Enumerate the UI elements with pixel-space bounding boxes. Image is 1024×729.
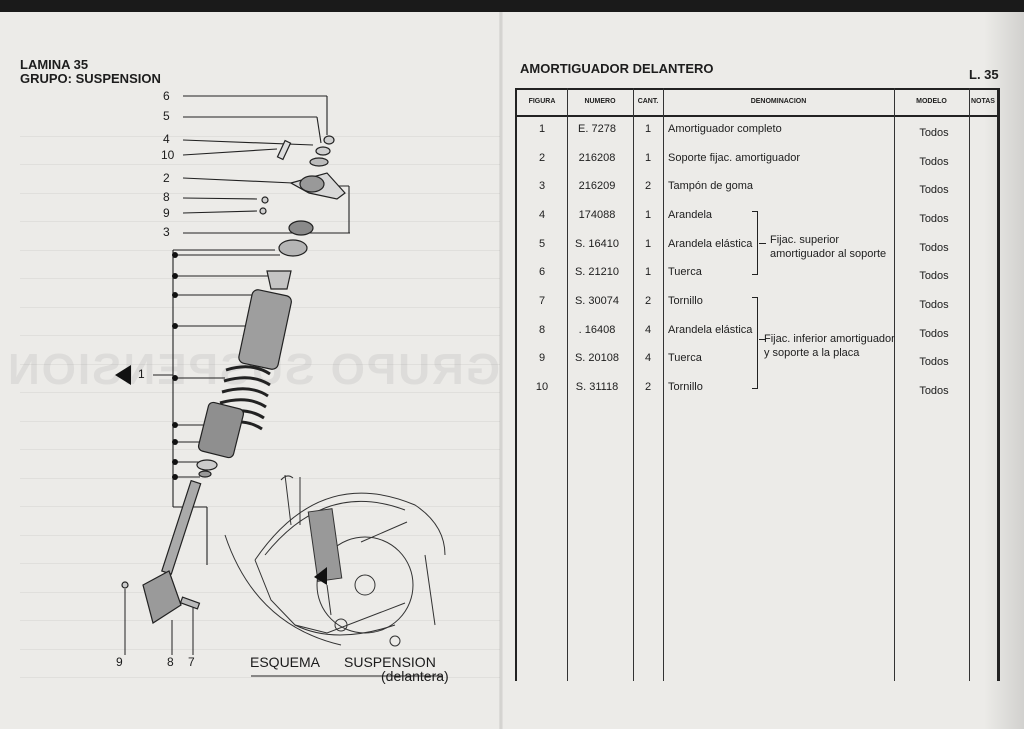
callout-6: 6 (163, 89, 170, 103)
bracket-superior (752, 211, 758, 275)
cell-cant: 1 (644, 266, 652, 278)
note-inferior-1: Fijac. inferior amortiguador (764, 333, 895, 345)
page-edge-shadow (984, 12, 1024, 729)
note-superior-1: Fijac. superior (770, 234, 840, 246)
cell-denominacion: Arandela (668, 209, 713, 221)
cell-denominacion: Tuerca (668, 352, 702, 364)
table-row: 10 S. 31118 2 Tornillo Todos (515, 378, 1000, 406)
cell-numero: S. 21210 (574, 266, 620, 278)
callout-3: 3 (163, 225, 170, 239)
cell-numero: S. 20108 (574, 352, 620, 364)
page-fold (499, 12, 503, 729)
callout-4: 4 (163, 132, 170, 146)
cell-modelo: Todos (919, 242, 949, 254)
page-title: AMORTIGUADOR DELANTERO (520, 61, 714, 76)
cell-cant: 1 (644, 209, 652, 221)
cell-cant: 2 (644, 381, 652, 393)
cell-denominacion: Amortiguador completo (668, 123, 782, 135)
cell-figura: 9 (538, 352, 546, 364)
table-row: 3 216209 2 Tampón de goma Todos (515, 177, 1000, 205)
table-row: 6 S. 21210 1 Tuerca Todos (515, 263, 1000, 291)
cell-figura: 2 (538, 152, 546, 164)
cell-figura: 1 (538, 123, 546, 135)
caption-suspension: SUSPENSION (344, 654, 436, 670)
cell-figura: 4 (538, 209, 546, 221)
cell-modelo: Todos (919, 328, 949, 340)
cell-cant: 1 (644, 238, 652, 250)
cell-denominacion: Tuerca (668, 266, 702, 278)
bracket-inferior (752, 297, 758, 389)
cell-figura: 7 (538, 295, 546, 307)
cell-denominacion: Tampón de goma (668, 180, 753, 192)
callout-8-bottom: 8 (167, 655, 174, 669)
callout-7-bottom: 7 (188, 655, 195, 669)
cell-numero: S. 16410 (574, 238, 620, 250)
lamina-label: LAMINA 35 (20, 57, 89, 72)
cell-cant: 1 (644, 152, 652, 164)
cell-numero: S. 30074 (574, 295, 620, 307)
note-superior-2: amortiguador al soporte (770, 248, 887, 260)
callout-8: 8 (163, 190, 170, 204)
cell-denominacion: Arandela elástica (668, 238, 753, 250)
callout-10: 10 (161, 148, 175, 162)
group-label: GRUPO: SUSPENSION (20, 71, 161, 86)
col-header-notas: NOTAS (971, 98, 995, 105)
cell-denominacion: Tornillo (668, 295, 703, 307)
col-header-modelo: MODELO (916, 98, 947, 105)
cell-cant: 1 (644, 123, 652, 135)
cell-modelo: Todos (919, 156, 949, 168)
col-header-figura: FIGURA (528, 98, 556, 105)
table-row: 2 216208 1 Soporte fijac. amortiguador Todos (515, 149, 1000, 177)
cell-figura: 10 (535, 381, 549, 393)
shock-absorber-drawing (115, 95, 446, 677)
cell-modelo: Todos (919, 385, 949, 397)
cell-figura: 3 (538, 180, 546, 192)
cell-denominacion: Soporte fijac. amortiguador (668, 152, 801, 164)
table-row: 4 174088 1 Arandela Todos (515, 206, 1000, 234)
cell-cant: 4 (644, 352, 652, 364)
cell-cant: 2 (644, 295, 652, 307)
cell-numero: 174088 (578, 209, 616, 221)
table-row: 5 S. 16410 1 Arandela elástica Todos (515, 235, 1000, 263)
cell-modelo: Todos (919, 299, 949, 311)
cell-cant: 2 (644, 180, 652, 192)
page-number: L. 35 (969, 67, 999, 82)
cell-modelo: Todos (919, 356, 949, 368)
cell-denominacion: Tornillo (668, 381, 703, 393)
cell-modelo: Todos (919, 184, 949, 196)
cell-denominacion: Arandela elástica (668, 324, 753, 336)
cell-figura: 6 (538, 266, 546, 278)
callout-5: 5 (163, 109, 170, 123)
cell-cant: 4 (644, 324, 652, 336)
cell-numero: 216209 (578, 180, 616, 192)
callout-9-bottom: 9 (116, 655, 123, 669)
callout-1: 1 (138, 367, 145, 381)
col-header-cant: CANT. (637, 98, 659, 105)
cell-numero: E. 7278 (578, 123, 616, 135)
cell-figura: 5 (538, 238, 546, 250)
col-header-denominacion: DENOMINACION (750, 98, 807, 105)
caption-esquema: ESQUEMA (250, 654, 321, 670)
cell-numero: . 16408 (578, 324, 616, 336)
caption-delantera: (delantera) (381, 668, 449, 684)
note-inferior-2: y soporte a la placa (764, 347, 860, 359)
col-header-numero: NUMERO (584, 98, 616, 105)
cell-modelo: Todos (919, 270, 949, 282)
exploded-diagram: 6 5 4 10 2 8 9 3 1 9 8 7 ESQUEMA SUSPENS… (95, 85, 500, 685)
cell-figura: 8 (538, 324, 546, 336)
table-row: 8 . 16408 4 Arandela elástica Todos (515, 321, 1000, 349)
table-row: 1 E. 7278 1 Amortiguador completo Todos (515, 120, 1000, 148)
cell-numero: 216208 (578, 152, 616, 164)
table-row: 7 S. 30074 2 Tornillo Todos (515, 292, 1000, 320)
cell-modelo: Todos (919, 127, 949, 139)
cell-numero: S. 31118 (575, 381, 619, 393)
callout-2: 2 (163, 171, 170, 185)
callout-9: 9 (163, 206, 170, 220)
table-row: 9 S. 20108 4 Tuerca Todos (515, 349, 1000, 377)
cell-modelo: Todos (919, 213, 949, 225)
parts-table: FIGURA NUMERO CANT. DENOMINACION MODELO … (515, 88, 1000, 681)
